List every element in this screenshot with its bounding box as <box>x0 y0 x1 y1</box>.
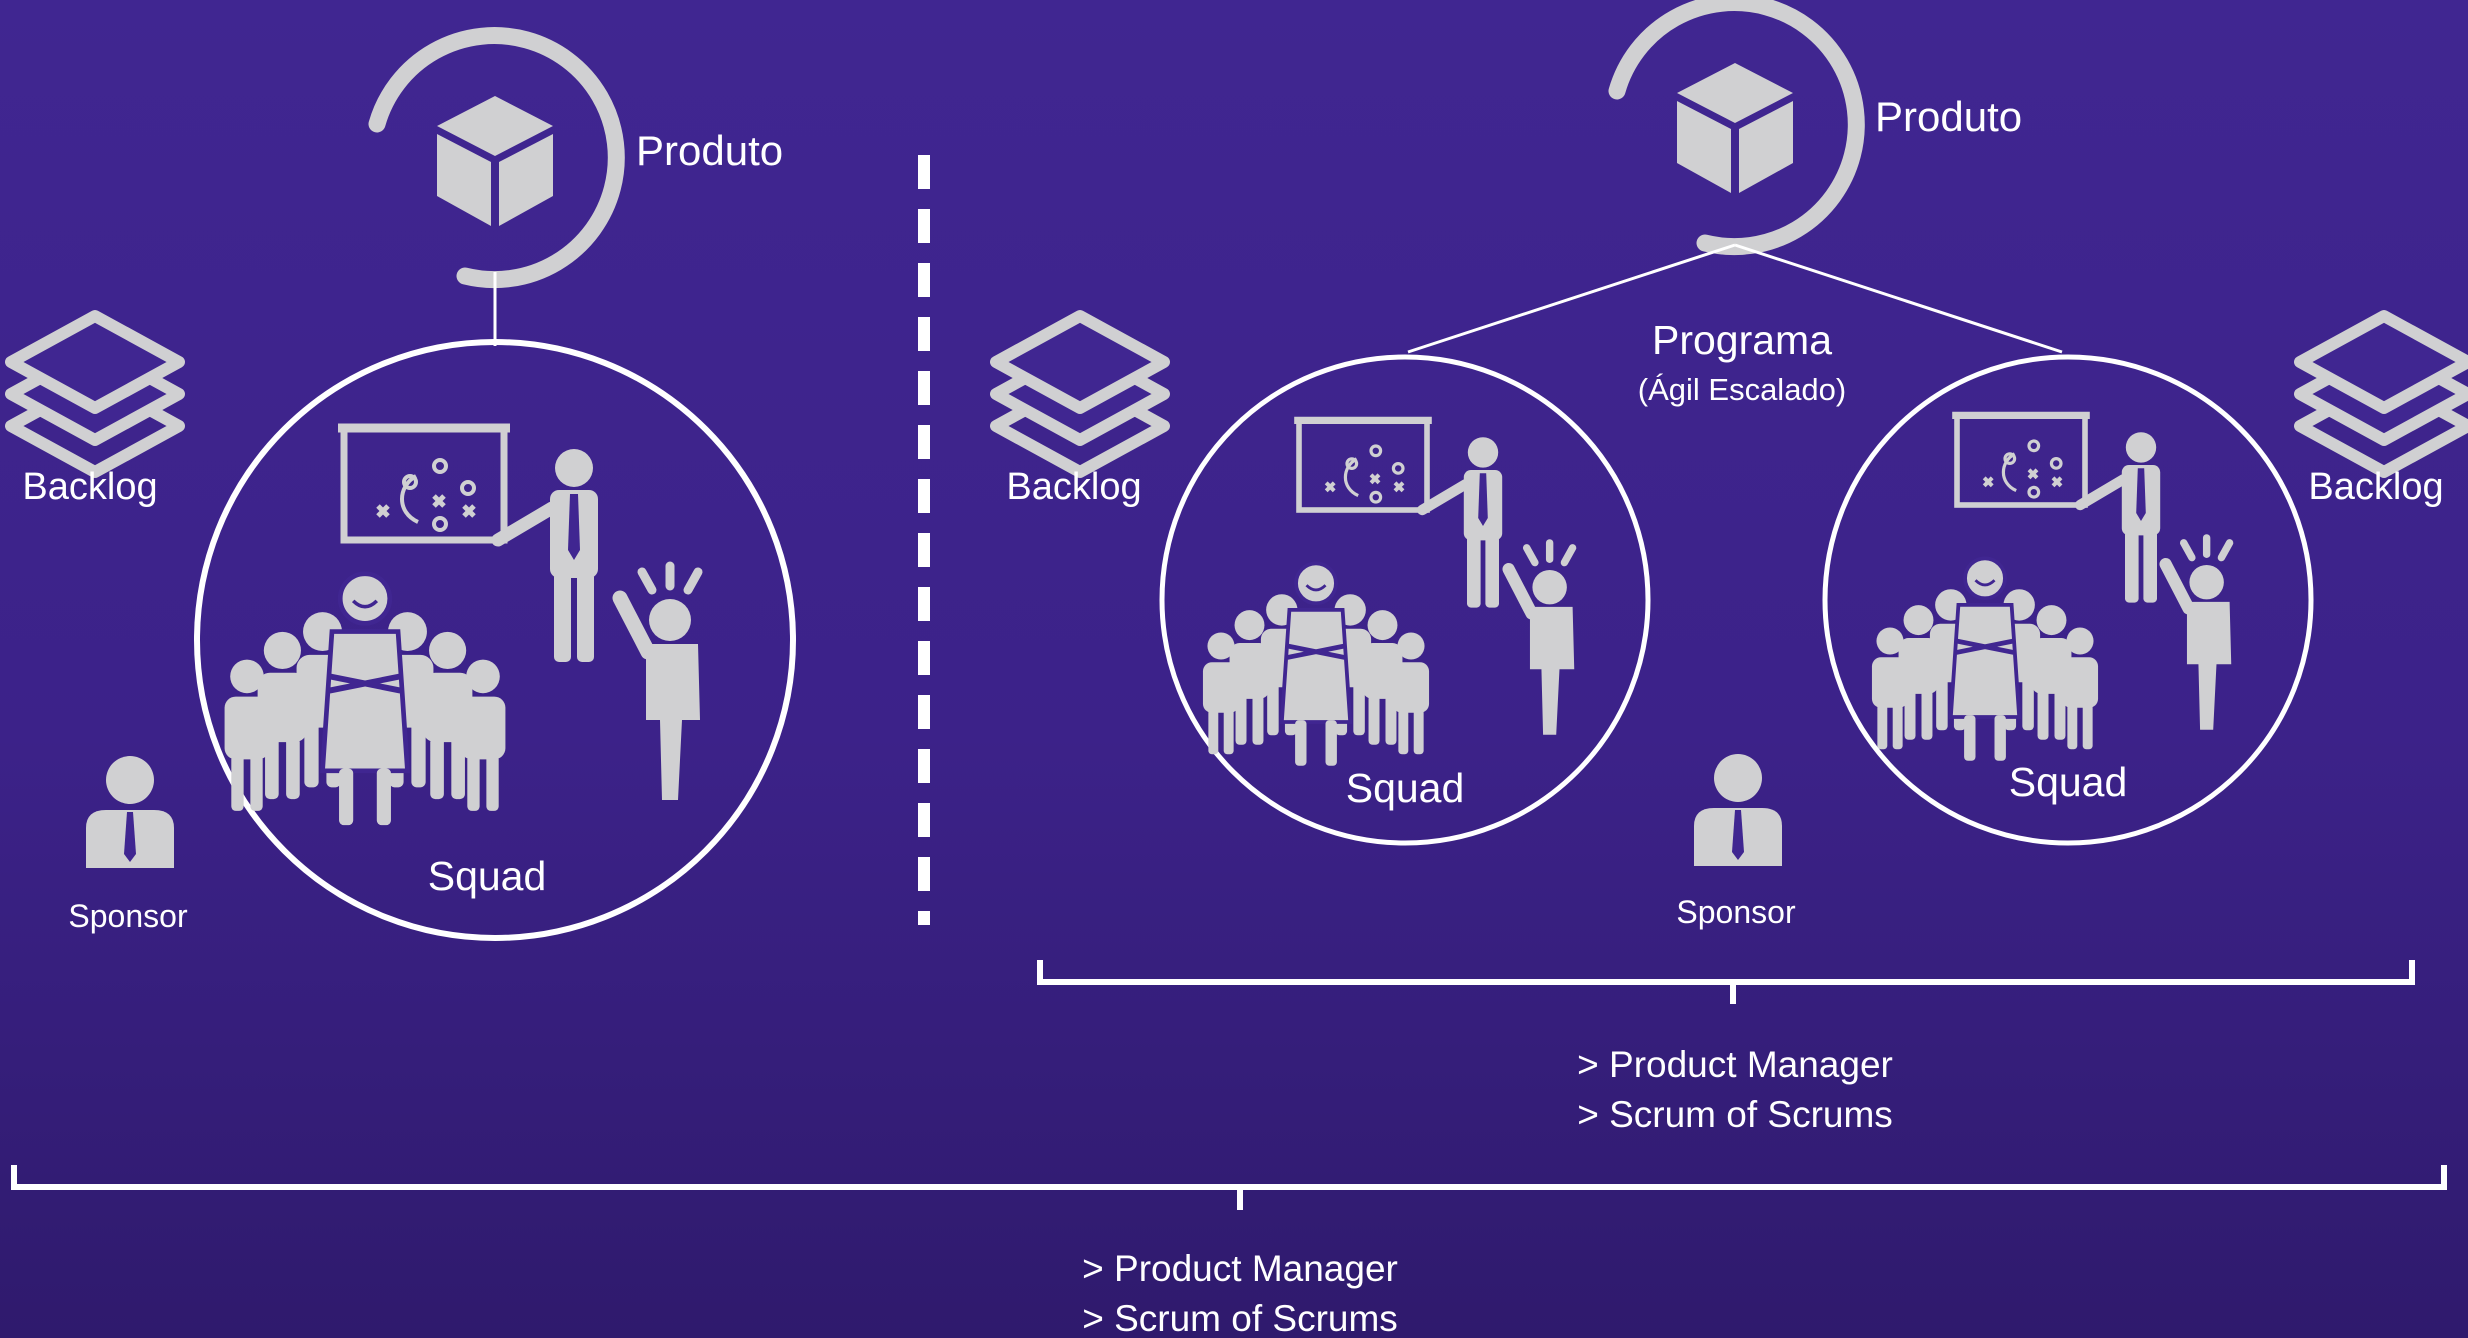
role-line: > Product Manager <box>1577 1044 1893 1085</box>
backlog-label: Backlog <box>22 466 158 508</box>
right-panel-roles: > Product Manager > Scrum of Scrums <box>1577 1040 1893 1140</box>
product-label: Produto <box>1875 93 2023 140</box>
product-label: Produto <box>636 127 784 174</box>
role-line: > Product Manager <box>1082 1248 1398 1289</box>
squad-circle <box>1822 354 2314 846</box>
program-link-right <box>1734 243 2063 354</box>
program-sublabel: (Ágil Escalado) <box>1637 372 1847 407</box>
sponsor-label: Sponsor <box>68 898 188 934</box>
program-link-left <box>1407 243 1736 354</box>
squad-circle <box>1159 354 1651 846</box>
backlog-label: Backlog <box>1006 466 1142 508</box>
backlog-layers-icon <box>2300 316 2468 472</box>
program-label: Programa <box>1651 317 1833 363</box>
role-line: > Scrum of Scrums <box>1577 1094 1893 1135</box>
idea-person-icon <box>1509 543 1575 735</box>
product-box-icon <box>1617 3 1856 247</box>
squad-label: Squad <box>1345 765 1465 811</box>
backlog-layers-icon <box>11 316 179 472</box>
full-width-brace <box>11 1165 2447 1210</box>
sponsor-icon <box>1694 754 1782 866</box>
footer-roles: > Product Manager > Scrum of Scrums <box>1082 1244 1398 1338</box>
squad-circle <box>194 339 796 941</box>
backlog-layers-icon <box>996 316 1164 472</box>
team-icon <box>1203 563 1429 765</box>
right-panel-brace <box>1037 960 2415 1004</box>
squad-label: Squad <box>427 853 547 899</box>
presenter-icon <box>338 428 598 662</box>
sponsor-label: Sponsor <box>1676 894 1796 930</box>
product-box-icon <box>377 36 616 280</box>
idea-person-icon <box>620 566 700 800</box>
backlog-label: Backlog <box>2308 466 2444 508</box>
team-icon <box>1872 558 2098 760</box>
team-icon <box>225 574 506 825</box>
sponsor-icon <box>86 756 174 868</box>
idea-person-icon <box>2166 538 2232 730</box>
squad-label: Squad <box>2008 759 2128 805</box>
role-line: > Scrum of Scrums <box>1082 1298 1398 1338</box>
